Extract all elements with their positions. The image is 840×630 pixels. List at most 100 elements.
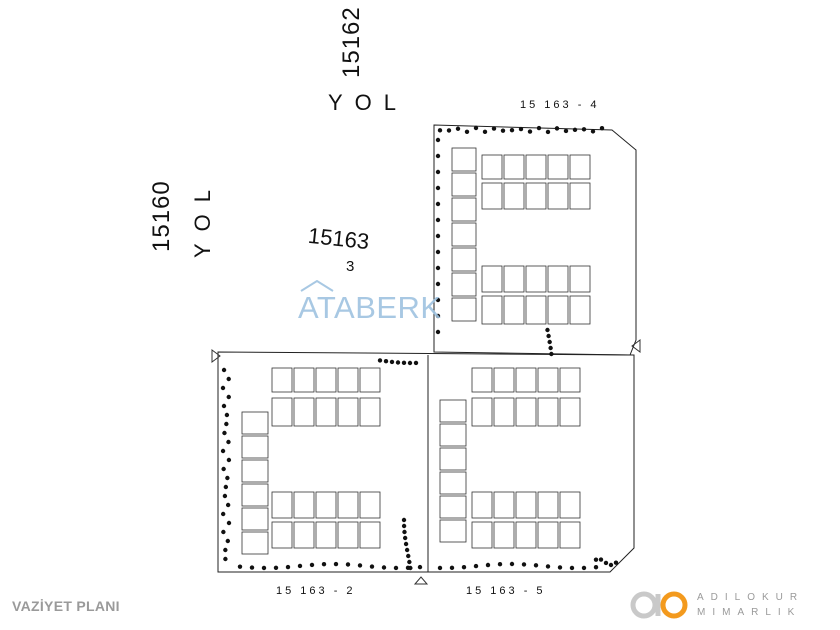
- tree: [569, 565, 575, 571]
- housing-unit: [471, 397, 493, 427]
- house-roof-icon: [300, 280, 334, 292]
- housing-unit: [293, 367, 315, 393]
- tree: [220, 385, 226, 391]
- tree: [297, 563, 303, 569]
- housing-unit: [337, 367, 359, 393]
- watermark-text: ATABERK: [298, 290, 442, 325]
- housing-unit: [271, 397, 293, 427]
- tree: [261, 565, 267, 571]
- housing-unit: [439, 399, 467, 423]
- housing-unit: [271, 521, 293, 549]
- housing-unit: [537, 367, 559, 393]
- tree: [377, 358, 383, 363]
- housing-unit: [315, 521, 337, 549]
- housing-unit: [451, 272, 477, 297]
- lower-plots-boundary: [217, 351, 635, 573]
- plot-label-2: 15 163 - 2: [276, 585, 356, 597]
- housing-unit: [293, 397, 315, 427]
- housing-unit: [451, 247, 477, 272]
- housing-unit: [515, 521, 537, 549]
- tree: [226, 376, 231, 382]
- tree: [221, 529, 226, 535]
- housing-unit: [337, 397, 359, 427]
- housing-unit: [569, 265, 591, 293]
- housing-unit: [481, 182, 503, 210]
- road-left-number: 15160: [148, 180, 175, 252]
- housing-unit: [315, 367, 337, 393]
- tree: [389, 359, 395, 365]
- housing-unit: [547, 295, 569, 325]
- tree: [393, 565, 399, 571]
- tree: [222, 493, 228, 499]
- tree: [536, 125, 542, 131]
- tree: [545, 129, 551, 135]
- housing-unit: [493, 491, 515, 519]
- road-left-word: YOL: [190, 177, 215, 258]
- housing-unit: [503, 295, 525, 325]
- entrance-arrow-bottom: [413, 576, 429, 585]
- housing-unit: [471, 367, 493, 393]
- housing-unit: [493, 397, 515, 427]
- tree: [593, 557, 599, 562]
- company-name-line1: ADILOKUR: [697, 592, 805, 603]
- housing-unit: [451, 297, 477, 322]
- housing-unit: [293, 491, 315, 519]
- housing-unit: [439, 471, 467, 495]
- tree: [613, 560, 619, 565]
- plot-label-4: 15 163 - 4: [520, 99, 600, 111]
- tree: [549, 351, 554, 357]
- tree: [220, 448, 226, 454]
- tree: [221, 367, 227, 373]
- housing-unit: [471, 491, 493, 519]
- housing-unit: [439, 447, 467, 471]
- tree: [455, 126, 461, 131]
- tree: [401, 360, 407, 366]
- trees: [220, 125, 619, 571]
- tree: [572, 127, 578, 133]
- tree: [590, 129, 596, 134]
- entrance-arrow-left: [211, 349, 221, 363]
- tree: [599, 125, 605, 131]
- tree: [395, 360, 401, 365]
- housing-unit: [451, 222, 477, 247]
- tree: [249, 565, 255, 570]
- tree: [408, 565, 413, 571]
- tree: [598, 557, 604, 562]
- tree: [437, 565, 443, 571]
- plot-4-boundary: [433, 124, 637, 356]
- housing-unit: [451, 147, 477, 172]
- housing-unit: [271, 491, 293, 519]
- housing-unit: [337, 491, 359, 519]
- tree: [435, 217, 441, 223]
- housing-unit: [503, 265, 525, 293]
- tree: [435, 201, 441, 207]
- tree: [509, 561, 515, 567]
- housing-unit: [559, 491, 581, 519]
- tree: [546, 333, 551, 339]
- tree: [461, 564, 467, 570]
- tree: [224, 421, 229, 427]
- housing-unit: [559, 521, 581, 549]
- tree: [603, 560, 609, 566]
- tree: [404, 547, 410, 553]
- tree: [223, 484, 229, 490]
- housing-unit: [241, 531, 269, 555]
- housing-unit: [241, 507, 269, 531]
- tree: [357, 563, 363, 568]
- housing-unit: [451, 197, 477, 222]
- tree: [581, 565, 587, 571]
- tree: [491, 126, 497, 131]
- tree: [383, 359, 389, 364]
- tree: [437, 128, 443, 133]
- tree: [435, 169, 441, 175]
- tree: [547, 339, 552, 345]
- tree: [403, 541, 409, 547]
- tree: [548, 345, 553, 351]
- housing-unit: [537, 521, 559, 549]
- tree: [369, 564, 375, 569]
- entrance-arrow-right: [631, 339, 641, 353]
- housing-unit: [359, 491, 381, 519]
- tree: [527, 129, 533, 134]
- housing-unit: [559, 397, 581, 427]
- housing-unit: [547, 154, 569, 180]
